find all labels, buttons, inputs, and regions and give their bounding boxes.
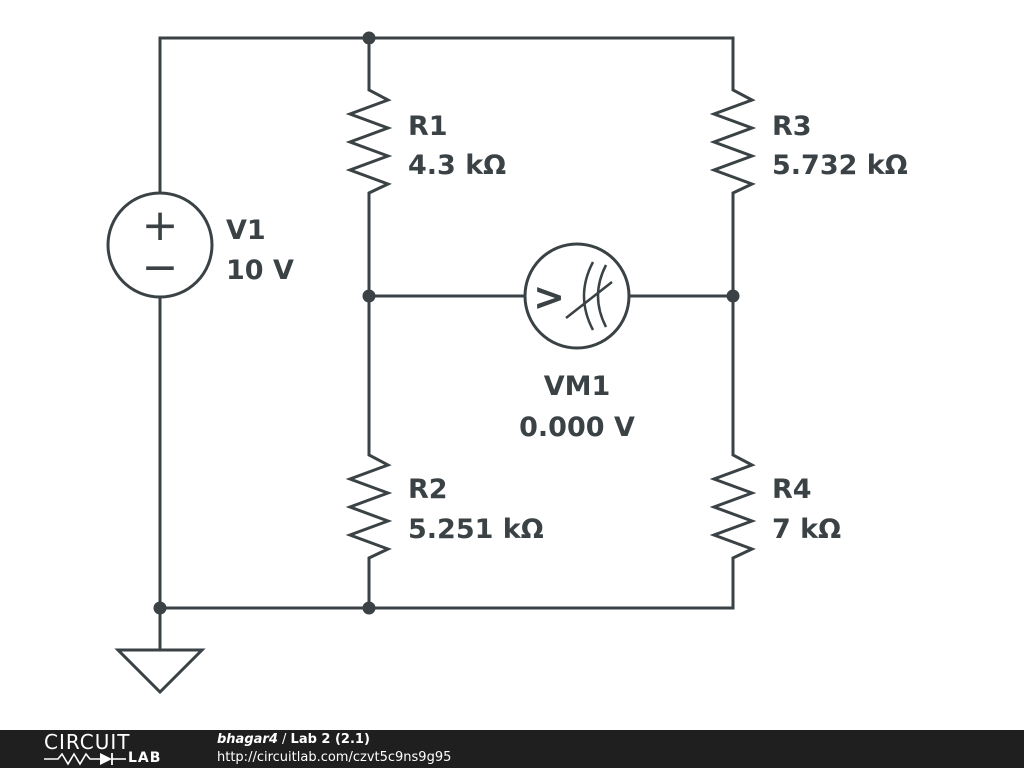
- label-r1-value: 4.3 kΩ: [408, 150, 506, 181]
- node-top: [362, 31, 376, 45]
- v1-minus-sign: −: [142, 242, 179, 293]
- author-link[interactable]: bhagar4: [217, 732, 278, 747]
- resistor-r2[interactable]: [345, 448, 393, 567]
- label-r4-value: 7 kΩ: [772, 514, 841, 545]
- node-bottom-left: [153, 601, 167, 615]
- node-bottom-mid: [362, 601, 376, 615]
- resistor-r3[interactable]: [709, 83, 757, 200]
- node-mid-right: [726, 289, 740, 303]
- label-r3-name: R3: [772, 111, 812, 142]
- footer-title-line: bhagar4 / Lab 2 (2.1): [217, 732, 370, 748]
- wire-bottom: [158, 563, 735, 610]
- v1-plus-sign: +: [142, 200, 179, 251]
- label-v1-value: 10 V: [226, 255, 294, 286]
- label-r1-name: R1: [408, 111, 448, 142]
- voltage-source-v1[interactable]: + −: [106, 191, 214, 299]
- logo-resistor-diode-icon: [44, 752, 126, 766]
- label-v1-name: V1: [226, 215, 266, 246]
- label-r3-value: 5.732 kΩ: [772, 150, 908, 181]
- voltmeter-v-symbol: >: [533, 275, 565, 319]
- label-r2-name: R2: [408, 474, 448, 505]
- footer-bar: CIRCUIT LAB bhagar4 / Lab 2 (2.1) http:/…: [0, 730, 1024, 768]
- wire-top: [158, 36, 735, 195]
- meter-needle-icon: [565, 261, 613, 331]
- title-separator: /: [277, 732, 291, 747]
- logo-lab-text: LAB: [128, 750, 162, 766]
- resistor-r1[interactable]: [345, 83, 393, 200]
- label-r4-name: R4: [772, 474, 812, 505]
- voltmeter-vm1[interactable]: >: [523, 242, 631, 350]
- resistor-r4[interactable]: [709, 448, 757, 567]
- junction-nodes: [153, 31, 740, 615]
- node-mid-left: [362, 289, 376, 303]
- wires: [158, 36, 735, 652]
- logo-circuit-text: CIRCUIT: [44, 730, 131, 754]
- circuit-title: Lab 2 (2.1): [290, 732, 370, 747]
- label-vm1-value: 0.000 V: [519, 412, 635, 443]
- label-r2-value: 5.251 kΩ: [408, 514, 544, 545]
- label-vm1-name: VM1: [544, 371, 611, 402]
- circuit-url-link[interactable]: http://circuitlab.com/czvt5c9ns9g95: [217, 750, 452, 765]
- ground-icon: [114, 648, 206, 695]
- schematic-canvas: + − > V1 10 V R1 4.3 kΩ R3 5.732 kΩ VM1 …: [106, 31, 908, 695]
